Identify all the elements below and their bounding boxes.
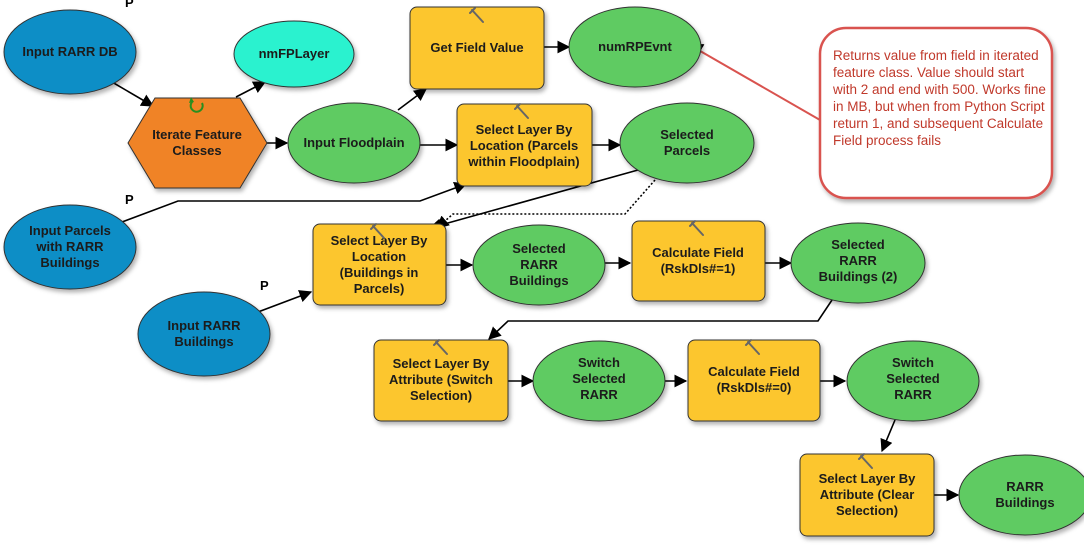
callout-pointer	[686, 43, 821, 121]
connector-rarrdb-to-iterate	[111, 81, 155, 107]
node-label: Input RARR DB	[22, 44, 117, 59]
node-nmfplayer[interactable]: nmFPLayer	[233, 20, 355, 88]
hammer-icon	[469, 7, 484, 23]
hammer-icon	[370, 223, 385, 239]
node-label: Input Floodplain	[303, 135, 404, 150]
hammer-icon	[433, 339, 448, 355]
parameter-marker: P	[125, 0, 134, 10]
parameter-marker: P	[125, 192, 134, 207]
connector-selectedparcels-precondition	[436, 179, 656, 229]
connector-iterate-to-nmfplayer	[235, 81, 267, 98]
hammer-icon	[514, 103, 529, 119]
hammer-icon	[745, 339, 760, 355]
parameter-marker: P	[260, 278, 269, 293]
connectors	[111, 40, 960, 502]
connector-selectedparcels-to-selectbuildings	[428, 169, 639, 232]
node-label: nmFPLayer	[259, 46, 330, 61]
node-numrpevnt[interactable]: numRPEvnt	[568, 6, 702, 88]
connector-selectedrarr2-to-switchselection	[488, 299, 833, 340]
iterate-icon	[189, 97, 204, 113]
hammer-icon	[689, 220, 704, 236]
node-input-rarr-db[interactable]: Input RARR DB	[3, 9, 137, 95]
connector-switchrarr2-to-clearselection	[880, 419, 896, 453]
connector-inputparcels-to-selectparcels	[113, 181, 468, 226]
node-calculate-field-1[interactable]: Calculate Field(RskDls#=1)	[631, 220, 766, 302]
connector-floodplain-to-getfield	[397, 88, 428, 111]
node-input-floodplain[interactable]: Input Floodplain	[287, 102, 421, 184]
node-calculate-field-0[interactable]: Calculate Field(RskDls#=0)	[687, 339, 821, 422]
node-label: numRPEvnt	[598, 39, 672, 54]
node-label: Get Field Value	[430, 40, 523, 55]
node-label: Calculate Field(RskDls#=1)	[652, 245, 744, 276]
node-label: Calculate Field(RskDls#=0)	[708, 364, 800, 395]
hammer-icon	[858, 453, 873, 469]
node-get-field-value[interactable]: Get Field Value	[409, 6, 545, 90]
